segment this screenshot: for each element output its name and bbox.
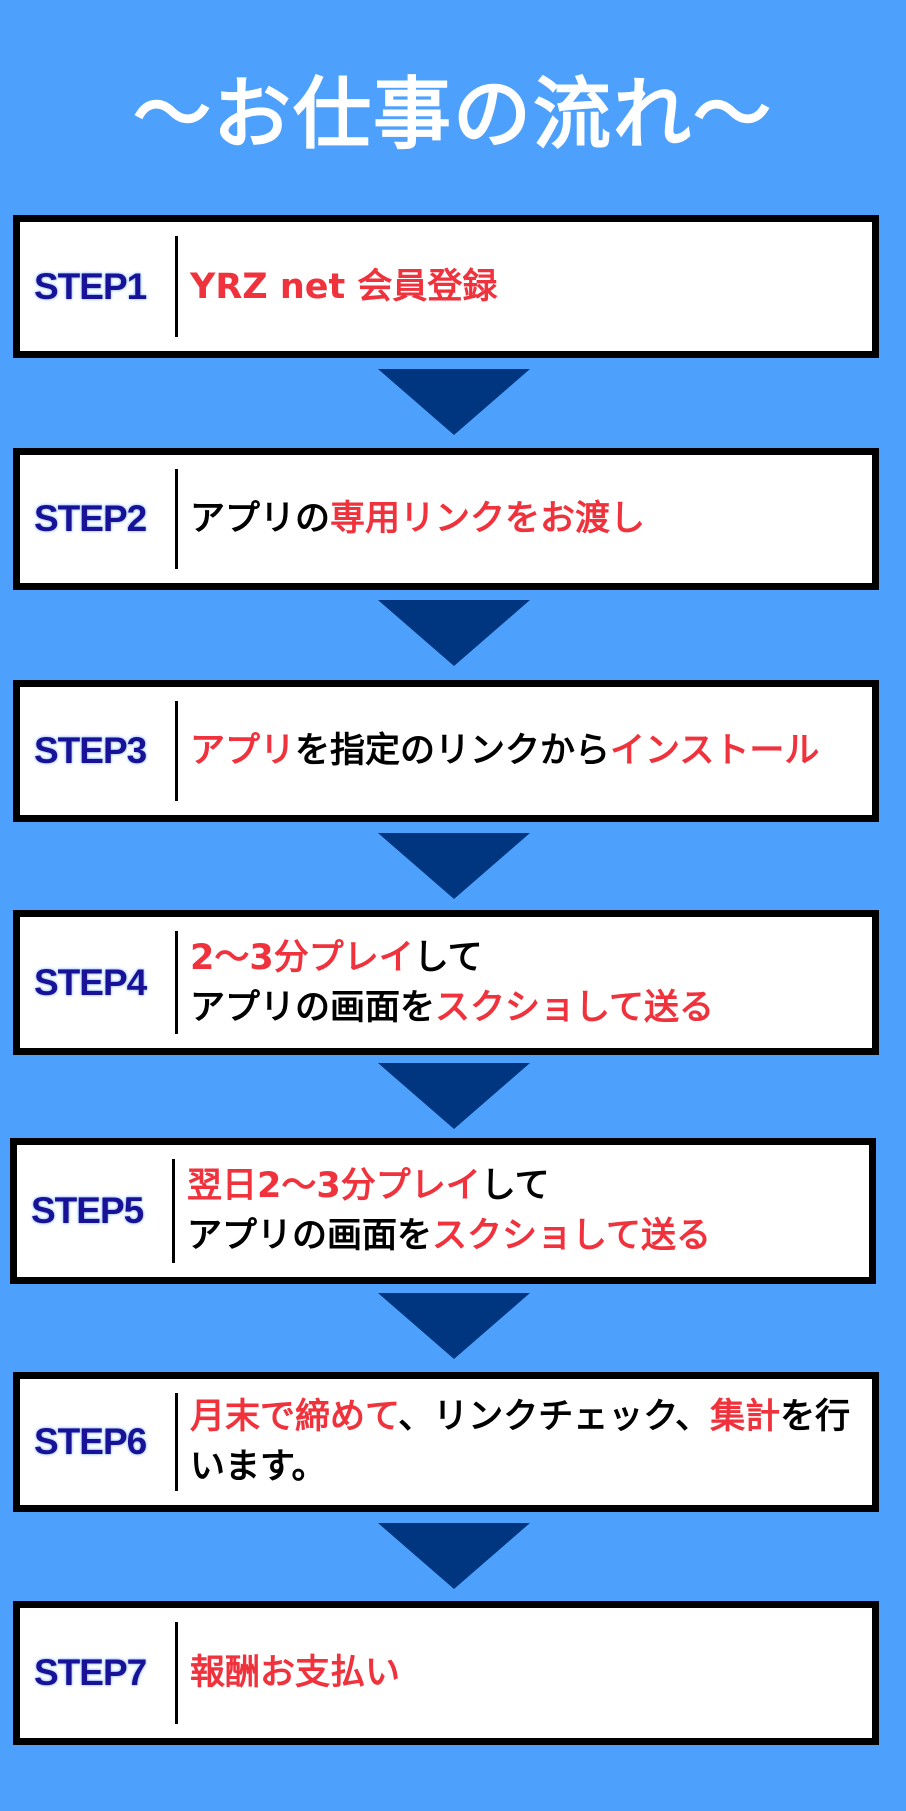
- step-description: 翌日2〜3分プレイしてアプリの画面をスクショして送る: [187, 1161, 859, 1261]
- text-segment: を指定のリンクから: [295, 731, 611, 771]
- step-description: アプリを指定のリンクからインストール: [190, 726, 862, 776]
- highlight-text: スクショして送る: [435, 987, 714, 1028]
- divider: [175, 931, 178, 1034]
- down-arrow-icon: [378, 369, 530, 435]
- divider: [175, 1393, 178, 1491]
- highlight-text: YRZ net 会員登録: [190, 266, 498, 307]
- down-arrow-icon: [378, 600, 530, 666]
- step-box-6: STEP6 月末で締めて、リンクチェック、集計を行います。: [13, 1372, 879, 1512]
- down-arrow-icon: [378, 1293, 530, 1359]
- highlight-text: インストール: [610, 731, 820, 771]
- step-box-4: STEP4 2〜3分プレイしてアプリの画面をスクショして送る: [13, 910, 879, 1055]
- step-description: 2〜3分プレイしてアプリの画面をスクショして送る: [190, 933, 862, 1033]
- step-label: STEP7: [34, 1652, 147, 1693]
- step-label: STEP1: [34, 265, 147, 307]
- step-label: STEP6: [34, 1421, 147, 1462]
- highlight-text: スクショして送る: [432, 1216, 711, 1256]
- text-segment: して: [480, 1166, 550, 1206]
- step-box-5: STEP5 翌日2〜3分プレイしてアプリの画面をスクショして送る: [10, 1138, 876, 1284]
- page-title: 〜お仕事の流れ〜: [132, 70, 773, 160]
- divider: [175, 1622, 178, 1724]
- text-segment: して: [413, 937, 483, 978]
- highlight-text: 報酬お支払い: [190, 1653, 401, 1693]
- step-description: 月末で締めて、リンクチェック、集計を行います。: [190, 1392, 862, 1492]
- text-segment: アプリの: [190, 499, 331, 539]
- step-box-3: STEP3 アプリを指定のリンクからインストール: [13, 680, 879, 822]
- highlight-text: 2〜3分プレイ: [190, 937, 414, 978]
- divider: [175, 469, 178, 569]
- highlight-text: 月末で締めて: [190, 1397, 399, 1437]
- step-label: STEP5: [31, 1190, 144, 1231]
- text-segment: います。: [190, 1447, 327, 1487]
- text-segment: アプリの画面を: [187, 1216, 433, 1256]
- text-segment: を行: [780, 1397, 851, 1437]
- highlight-text: 専用リンクをお渡し: [330, 499, 646, 539]
- step-label: STEP4: [34, 961, 147, 1003]
- step-description: YRZ net 会員登録: [190, 262, 862, 312]
- down-arrow-icon: [378, 833, 530, 899]
- step-box-1: STEP1 YRZ net 会員登録: [13, 215, 879, 358]
- step-description: アプリの専用リンクをお渡し: [190, 494, 862, 544]
- highlight-text: 集計: [710, 1397, 781, 1437]
- step-description: 報酬お支払い: [190, 1648, 862, 1698]
- step-box-7: STEP7 報酬お支払い: [13, 1601, 879, 1745]
- down-arrow-icon: [378, 1523, 530, 1589]
- divider: [172, 1159, 175, 1263]
- step-label: STEP3: [34, 730, 147, 771]
- text-segment: アプリの画面を: [190, 987, 436, 1028]
- step-label: STEP2: [34, 498, 147, 539]
- text-segment: 、リンクチェック、: [398, 1397, 711, 1437]
- highlight-text: アプリ: [190, 731, 296, 771]
- divider: [175, 701, 178, 801]
- highlight-text: 翌日2〜3分プレイ: [187, 1166, 481, 1206]
- step-box-2: STEP2 アプリの専用リンクをお渡し: [13, 448, 879, 590]
- divider: [175, 236, 178, 337]
- down-arrow-icon: [378, 1063, 530, 1129]
